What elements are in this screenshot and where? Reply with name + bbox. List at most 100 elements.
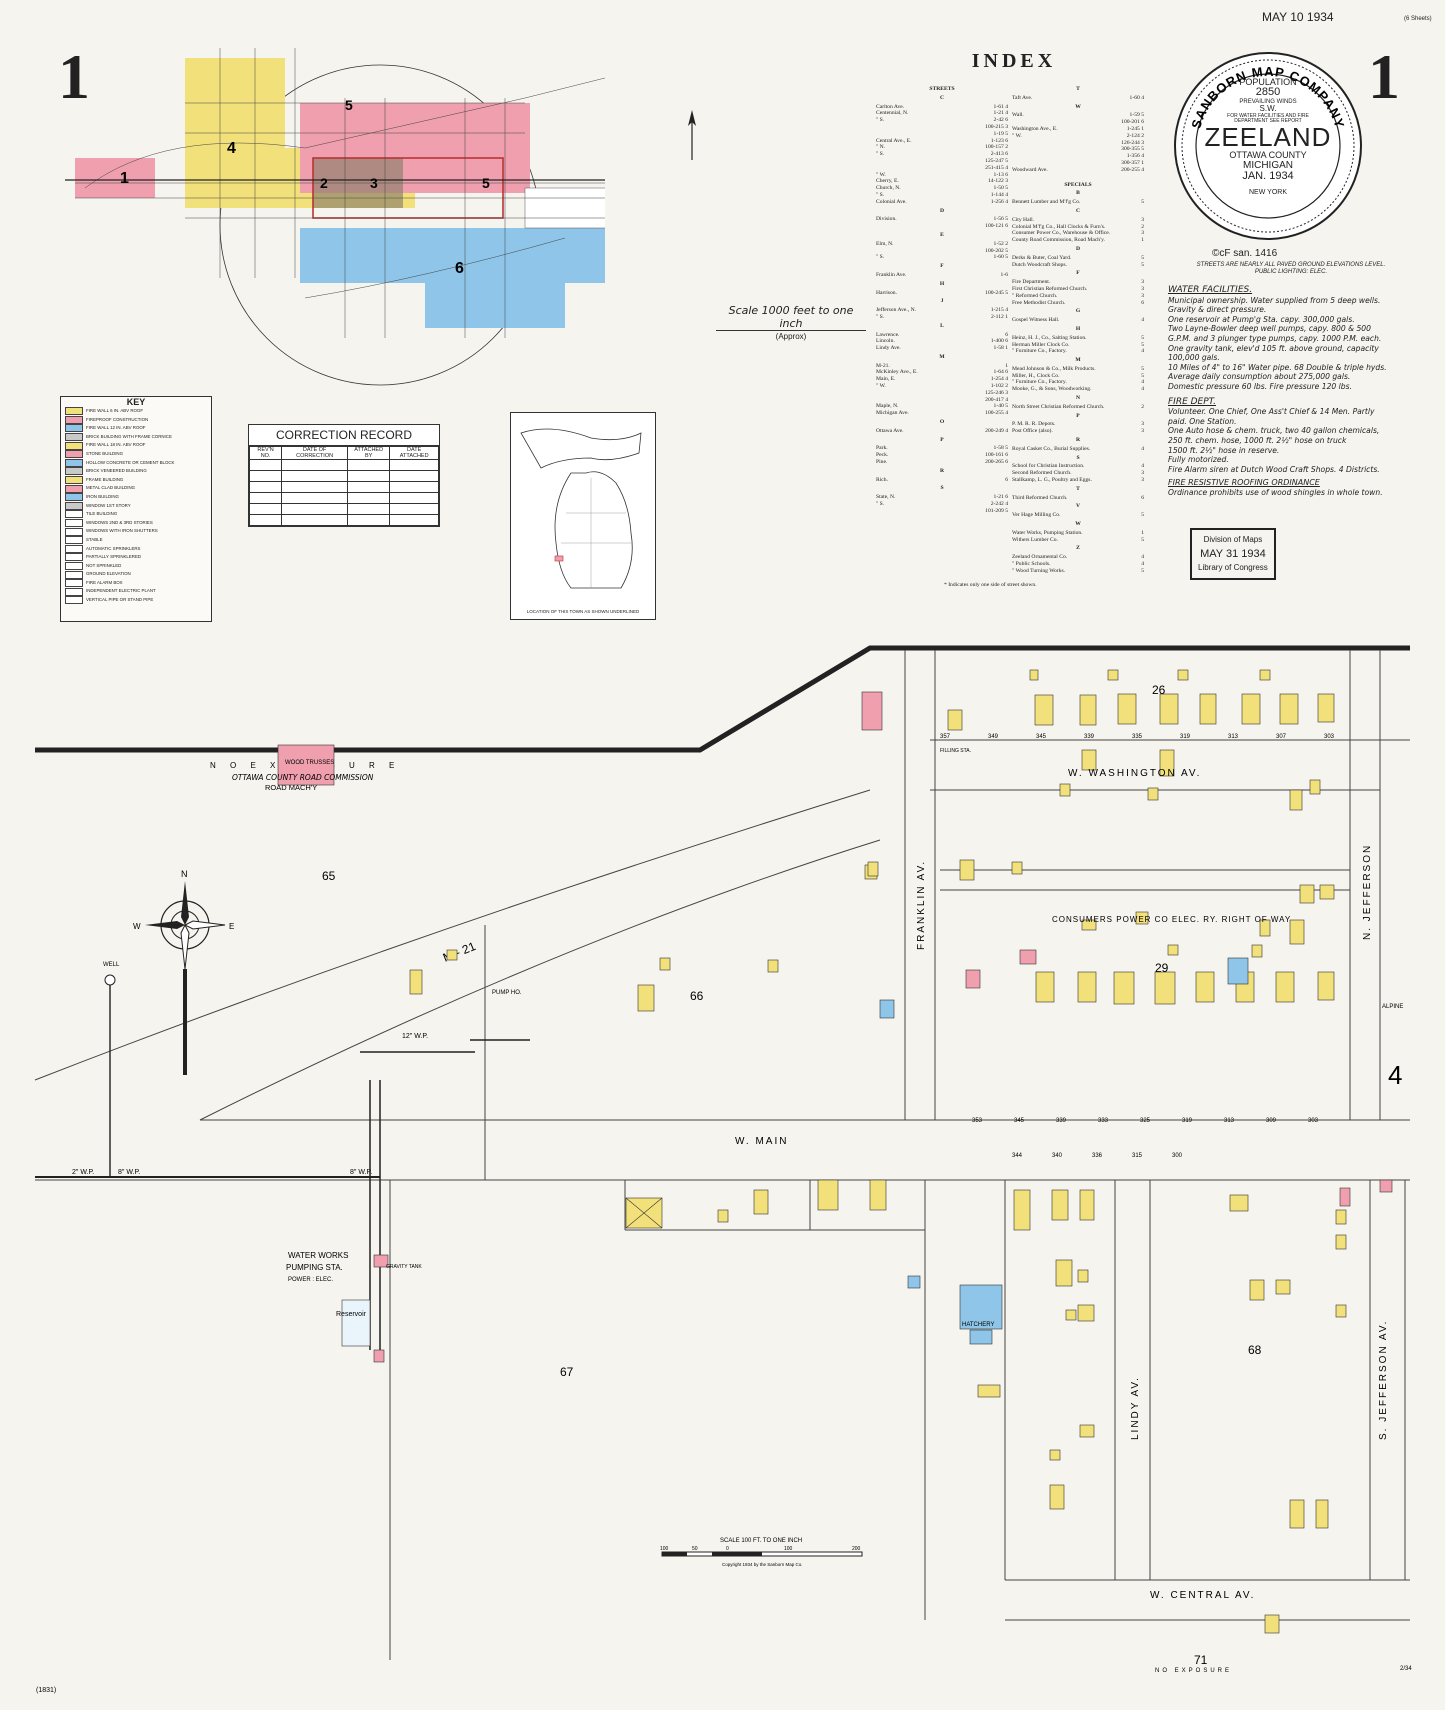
index-entry-name: " Furniture Co., Factory. bbox=[1012, 379, 1067, 386]
index-entry: Cherry, E.14-122 3 bbox=[876, 178, 1008, 185]
index-entry-name: Michigan Ave. bbox=[876, 410, 909, 417]
note-line: One reservoir at Pump'g Sta. capy. 300,0… bbox=[1168, 314, 1355, 324]
index-letter: M bbox=[939, 353, 945, 360]
index-entry-sheet: 300-357 1 bbox=[1121, 159, 1144, 166]
svg-text:E: E bbox=[229, 922, 234, 931]
index-entry-name: " S. bbox=[876, 191, 885, 198]
key-item: STABLE bbox=[65, 536, 207, 545]
index-entry-sheet: 1-102 2 bbox=[990, 383, 1008, 390]
index-entry-sheet: 100-202 5 bbox=[985, 247, 1008, 254]
key-item-label: WINDOWS 2ND & 3RD STORIES bbox=[86, 519, 153, 525]
index-entry: 100-215 3 bbox=[876, 124, 1008, 131]
index-entry: Miller, H., Clock Co.5 bbox=[1012, 373, 1144, 380]
index-entry: Woodward Ave.200-255 4 bbox=[1012, 167, 1144, 174]
block-68: 68 bbox=[1248, 1343, 1262, 1357]
index-entry: Stallkamp, L. G., Poultry and Eggs.3 bbox=[1012, 477, 1144, 484]
inset-scale: Scale 1000 feet to one inch (Approx) bbox=[716, 304, 866, 341]
index-entry-sheet: 5 bbox=[1141, 567, 1144, 574]
key-swatch bbox=[65, 519, 83, 528]
index-entry: Michigan Ave.100-255 4 bbox=[876, 410, 1008, 417]
badge-state: MICHIGAN bbox=[1243, 159, 1293, 171]
index-entry: M-21.1 bbox=[876, 363, 1008, 370]
key-item: FIRE WALL 18 IN. ABV ROOF bbox=[65, 441, 207, 450]
index-entry: Lincoln.1-400 6 bbox=[876, 338, 1008, 345]
overview-label-6: 6 bbox=[455, 260, 464, 277]
key-swatch bbox=[65, 570, 83, 579]
index-entry: 200-417 4 bbox=[876, 397, 1008, 404]
key-swatch bbox=[65, 501, 83, 510]
water-facilities: WATER FACILITIES. Municipal ownership. W… bbox=[1168, 285, 1420, 497]
address-number: 339 bbox=[1084, 734, 1095, 740]
index-letter: M bbox=[1075, 357, 1081, 364]
badge-city: ZEELAND bbox=[1204, 122, 1332, 153]
index-entry: Free Methodist Church.6 bbox=[1012, 300, 1144, 307]
index-entry-name: " Wood Turning Works. bbox=[1012, 567, 1066, 574]
overview-label-3: 3 bbox=[370, 175, 378, 191]
index-entry-name: McKinley Ave., E. bbox=[876, 369, 918, 376]
index-entry-sheet: 5 bbox=[1141, 334, 1144, 341]
svg-text:N: N bbox=[181, 869, 188, 879]
badge-water-note: FOR WATER FACILITIES AND FIRE DEPARTMENT… bbox=[1227, 112, 1309, 124]
index-letter: T bbox=[1076, 86, 1080, 92]
block-71: 71 bbox=[1194, 1653, 1208, 1667]
index-entry: Withers Lumber Co.5 bbox=[1012, 537, 1144, 544]
index-entry-name: Miller, H., Clock Co. bbox=[1012, 372, 1060, 379]
index-entry-sheet: 200-249 4 bbox=[985, 427, 1008, 434]
index-letter: P bbox=[1076, 412, 1080, 419]
index-entry-sheet: 1-58 5 bbox=[993, 445, 1008, 452]
index-entry-sheet: 200-417 4 bbox=[985, 396, 1008, 403]
address-number: 313 bbox=[1224, 1118, 1235, 1124]
key-swatch bbox=[65, 561, 83, 570]
index-letter: F bbox=[1076, 270, 1080, 277]
index-entry-name: Dutch Woodcraft Shops. bbox=[1012, 261, 1067, 268]
michigan-caption: LOCATION OF THIS TOWN AS SHOWN UNDERLINE… bbox=[526, 609, 640, 614]
index-entry-sheet: 100-121 6 bbox=[985, 223, 1008, 230]
index-entry: Peck.100-161 6 bbox=[876, 452, 1008, 459]
wp-8b-label: 8" W.P. bbox=[350, 1169, 372, 1176]
index-entry: Franklin Ave.1-6 bbox=[876, 272, 1008, 279]
specials-label: SPECIALS bbox=[1064, 181, 1092, 188]
index-entry-sheet: 3 bbox=[1141, 279, 1144, 286]
index-entry: School for Christian Instruction.4 bbox=[1012, 463, 1144, 470]
index-entry: Water Works, Pumping Station.1 bbox=[1012, 530, 1144, 537]
index-entry-name: Post Office (also). bbox=[1012, 428, 1053, 435]
scale-tick-4: 200 bbox=[852, 1546, 861, 1552]
index-entry-name: Pine. bbox=[876, 459, 888, 466]
index-entry-sheet: 2 bbox=[1141, 223, 1144, 230]
key-item-label: AUTOMATIC SPRINKLERS bbox=[86, 545, 141, 551]
key-item: FRAME BUILDING bbox=[65, 476, 207, 485]
index-entry: 101-209 5 bbox=[876, 508, 1008, 515]
key-swatch bbox=[65, 450, 83, 459]
index-entry-sheet: 4 bbox=[1141, 554, 1144, 561]
index-entry: Post Office (also).3 bbox=[1012, 428, 1144, 435]
main-map: N O E X P O S U R E M - 21 bbox=[34, 645, 1412, 1694]
streets-note: STREETS ARE NEARLY ALL PAVED GROUND ELEV… bbox=[1196, 262, 1386, 275]
key-item: WINDOW 1ST STORY bbox=[65, 501, 207, 511]
index-entry: State, N.1-21 6 bbox=[876, 494, 1008, 501]
key-swatch bbox=[65, 510, 83, 519]
street-franklin: FRANKLIN AV. bbox=[916, 860, 927, 950]
water-heading: WATER FACILITIES. bbox=[1168, 285, 1253, 295]
consumers-label: CONSUMERS POWER CO ELEC. RY. RIGHT OF WA… bbox=[1052, 915, 1291, 924]
index-entry: Division.1-56 5 bbox=[876, 216, 1008, 223]
fire-heading: FIRE DEPT. bbox=[1168, 396, 1216, 407]
scale-tick-0: 100 bbox=[660, 1546, 669, 1552]
index-entry-name: Lincoln. bbox=[876, 338, 895, 345]
key-item-label: NOT SPRINKLED bbox=[86, 562, 122, 568]
correction-record: CORRECTION RECORD REV'N NO.DATE OF CORRE… bbox=[248, 424, 440, 527]
street-alpine: ALPINE bbox=[1382, 1004, 1403, 1010]
index-entry-sheet: 5 bbox=[1141, 536, 1144, 543]
key-swatch bbox=[65, 553, 83, 562]
index-entry-sheet: 100-161 6 bbox=[985, 452, 1008, 459]
index-entry-sheet: 125-246 3 bbox=[985, 389, 1008, 396]
index-entry-sheet: 2-42 6 bbox=[993, 117, 1008, 124]
svg-text:W: W bbox=[133, 922, 141, 931]
index-entry-sheet: 1-215 4 bbox=[990, 307, 1008, 314]
index-entry-sheet: 5 bbox=[1141, 261, 1144, 268]
index-entry: 1-356 4 bbox=[1012, 153, 1144, 160]
key-item: FIRE WALL 6 IN. ABV ROOF bbox=[65, 407, 207, 416]
index-entry-name: First Christian Reformed Church. bbox=[1012, 285, 1088, 292]
index-entry-sheet: 1 bbox=[1141, 237, 1144, 244]
key-item-label: METAL CLAD BUILDING bbox=[86, 485, 136, 491]
